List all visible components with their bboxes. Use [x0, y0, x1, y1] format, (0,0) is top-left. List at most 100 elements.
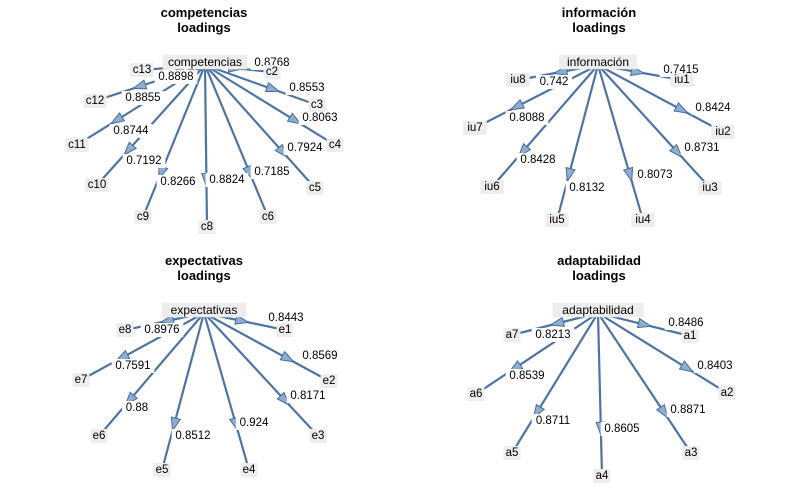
loading-value-iu6: 0.8428: [520, 154, 555, 166]
loading-diagram-expectativas: 0.84430.85690.81710.9240.85120.880.75910…: [72, 302, 342, 477]
loading-value-e5: 0.8512: [175, 430, 210, 442]
arrowhead-icon: [122, 141, 137, 157]
loading-value-c4: 0.8063: [302, 112, 337, 124]
edge-line-a6: [475, 312, 599, 395]
indicator-label-e1: e1: [279, 324, 292, 336]
edge-line-c5: [204, 64, 316, 189]
indicator-label-c13: c13: [133, 64, 152, 76]
arrowhead-icon: [636, 317, 653, 329]
indicator-label-c10-bg: [85, 178, 109, 192]
loading-value-c10-bg: [122, 154, 166, 168]
indicator-label-c8: c8: [201, 221, 213, 233]
loading-diagram-adaptabilidad: 0.84860.84030.88710.86050.87110.85390.82…: [467, 302, 737, 483]
indicator-label-iu2: iu2: [715, 126, 730, 138]
arrowhead-icon: [673, 102, 690, 114]
indicator-label-a2-bg: [718, 386, 736, 400]
loading-value-c5: 0.7924: [287, 142, 323, 154]
loading-value-e6: 0.88: [126, 402, 148, 414]
loading-value-e6-bg: [122, 401, 152, 415]
edge-line-e2: [203, 312, 330, 382]
indicator-label-iu1-bg: [670, 73, 694, 87]
indicator-label-c11-bg: [65, 138, 89, 152]
loading-value-c5-bg: [283, 141, 327, 155]
edge-line-iu2: [597, 64, 724, 133]
indicator-label-e3-bg: [309, 429, 327, 443]
loading-value-a4: 0.8605: [604, 423, 639, 435]
indicator-label-e5-bg: [153, 463, 171, 477]
loading-diagram-informacion: 0.74150.84240.87310.80730.81320.84280.80…: [463, 54, 735, 227]
indicator-label-c4-bg: [326, 138, 344, 152]
indicator-label-iu7-bg: [463, 121, 487, 135]
edge-line-a2: [597, 312, 728, 394]
loading-value-e1: 0.8443: [268, 312, 303, 324]
loading-value-a6: 0.8539: [509, 370, 544, 382]
indicator-label-a5: a5: [506, 447, 519, 459]
loading-value-a3-bg: [666, 403, 710, 417]
indicator-label-a1: a1: [684, 330, 697, 342]
indicator-label-c2: c2: [266, 66, 278, 78]
indicator-label-iu6-bg: [480, 180, 504, 194]
loading-value-iu4-bg: [633, 168, 677, 182]
loading-value-e7-bg: [111, 359, 155, 373]
loading-value-e8-bg: [140, 323, 184, 337]
arrowhead-icon: [668, 143, 684, 159]
loading-value-c12-bg: [121, 91, 165, 105]
loading-value-iu5: 0.8132: [569, 182, 604, 194]
arrowhead-icon: [549, 316, 566, 327]
indicator-label-c9: c9: [137, 211, 149, 223]
indicator-label-c4: c4: [329, 139, 342, 151]
loading-value-a3: 0.8871: [670, 404, 705, 416]
indicator-label-a6: a6: [470, 388, 483, 400]
indicator-label-iu4: iu4: [635, 214, 651, 226]
indicator-label-c12: c12: [86, 95, 105, 107]
edge-line-iu6: [491, 64, 599, 188]
loading-value-iu3-bg: [680, 141, 724, 155]
indicator-label-e2: e2: [323, 375, 336, 387]
loading-value-c4-bg: [298, 111, 342, 125]
arrowhead-icon: [565, 166, 576, 183]
loading-value-e8: 0.8976: [144, 324, 179, 336]
loading-value-c6-bg: [250, 165, 294, 179]
latent-label-competencias-bg: [162, 54, 248, 70]
edge-line-iu3: [597, 64, 711, 189]
loading-value-e2: 0.8569: [302, 350, 337, 362]
arrowhead-icon: [279, 350, 296, 363]
indicator-label-iu3-bg: [698, 181, 722, 195]
edge-line-e3: [203, 312, 319, 437]
arrowhead-icon: [170, 416, 182, 433]
loading-value-a5-bg: [531, 414, 575, 428]
indicator-label-e6: e6: [93, 430, 106, 442]
indicator-label-iu8-bg: [506, 73, 530, 87]
loading-value-c9: 0.8266: [160, 176, 195, 188]
latent-label-adaptabilidad: adaptabilidad: [562, 303, 633, 317]
loading-value-e3: 0.8171: [290, 390, 325, 402]
edge-line-a4: [596, 312, 604, 477]
edge-line-iu7: [474, 64, 599, 129]
indicator-label-e7: e7: [75, 374, 88, 386]
indicator-label-c13-bg: [130, 63, 154, 77]
latent-label-adaptabilidad-bg: [552, 302, 644, 318]
indicator-label-e6-bg: [90, 429, 108, 443]
arrowhead-icon: [509, 98, 526, 111]
latent-label-expectativas-bg: [161, 302, 247, 318]
indicator-label-iu6: iu6: [484, 181, 499, 193]
loading-value-c13-bg: [154, 70, 198, 84]
indicator-label-iu5-bg: [545, 213, 569, 227]
loading-value-c6: 0.7185: [254, 166, 289, 178]
arrowhead-icon: [286, 112, 303, 125]
loading-value-iu7: 0.8088: [509, 112, 544, 124]
loading-value-c11-bg: [109, 124, 153, 138]
indicator-label-e2-bg: [320, 374, 338, 388]
indicator-label-e4-bg: [240, 463, 258, 477]
loading-value-iu2: 0.8424: [695, 102, 731, 114]
indicator-label-a4-bg: [593, 469, 611, 483]
arrowhead-icon: [234, 314, 251, 325]
loading-value-iu6-bg: [516, 153, 560, 167]
latent-label-expectativas: expectativas: [171, 303, 238, 317]
indicator-label-e7-bg: [72, 373, 90, 387]
indicator-label-a7-bg: [503, 328, 521, 342]
indicator-label-c3: c3: [311, 99, 323, 111]
indicator-label-a7: a7: [506, 329, 519, 341]
